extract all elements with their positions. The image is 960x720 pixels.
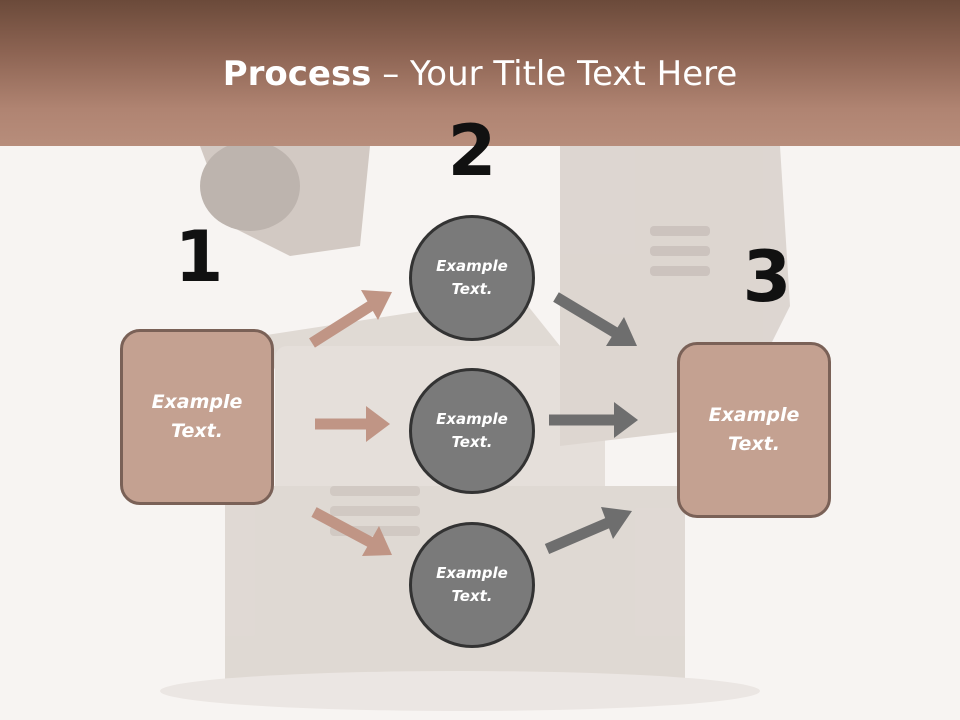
title-banner bbox=[0, 0, 960, 146]
step-1-box: Example Text. bbox=[120, 329, 274, 505]
circle-bottom: Example Text. bbox=[409, 522, 535, 648]
step-3-text: Example Text. bbox=[708, 404, 800, 455]
step-number-3: 3 bbox=[742, 236, 792, 318]
page-title: Process – Your Title Text Here bbox=[0, 52, 960, 96]
step-number-2: 2 bbox=[447, 110, 497, 192]
title-bold: Process bbox=[222, 54, 372, 94]
circle-top: Example Text. bbox=[409, 215, 535, 341]
title-rest: – Your Title Text Here bbox=[371, 54, 738, 94]
step-3-box: Example Text. bbox=[677, 342, 831, 518]
step-number-1: 1 bbox=[174, 216, 224, 298]
circle-top-text: Example Text. bbox=[436, 257, 508, 298]
step-1-text: Example Text. bbox=[151, 391, 243, 442]
circle-middle-text: Example Text. bbox=[436, 410, 508, 451]
circle-middle: Example Text. bbox=[409, 368, 535, 494]
circle-bottom-text: Example Text. bbox=[436, 564, 508, 605]
